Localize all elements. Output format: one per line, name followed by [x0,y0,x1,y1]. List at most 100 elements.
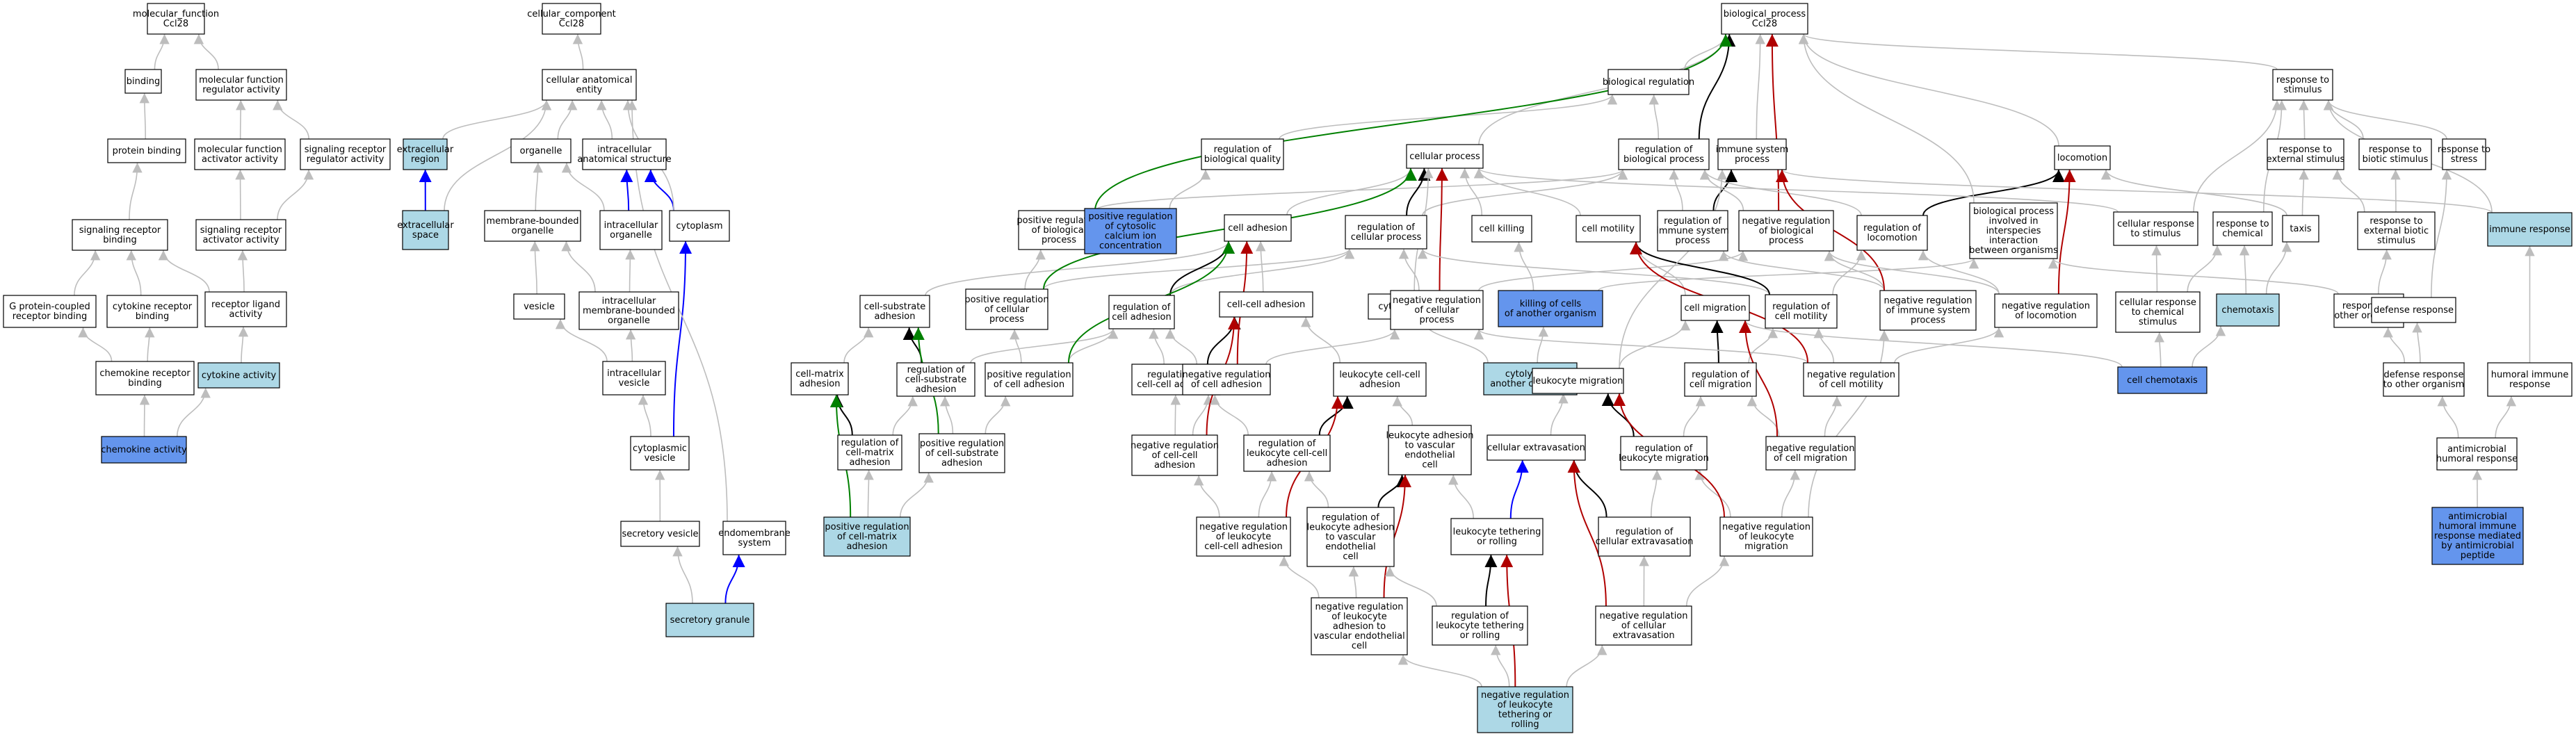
node-cell-motility[interactable]: cell motility [1575,215,1641,243]
node-chemokine-act[interactable]: chemokine activity [101,436,187,464]
node-cytoplasm[interactable]: cytoplasm [669,210,730,242]
node-cell-proc[interactable]: cellular process [1406,144,1484,169]
node-cell-migration[interactable]: cell migration [1680,295,1750,321]
node-leuk-mig[interactable]: leukocyte migration [1532,368,1624,394]
node-locomotion[interactable]: locomotion [2054,145,2111,170]
node-cell-killing[interactable]: cell killing [1471,215,1532,243]
node-cytokine-act[interactable]: cytokine activity [197,362,280,389]
node-taxis[interactable]: taxis [2282,215,2319,243]
node-binding[interactable]: binding [124,69,162,94]
node-immune-resp[interactable]: immune response [2487,212,2573,247]
node-secretory-granule[interactable]: secretory granule [665,603,754,637]
node-secretory-vesicle[interactable]: secretory vesicle [620,521,700,547]
node-cell-chemotaxis[interactable]: cell chemotaxis [2117,366,2208,394]
edge-is-a-endomembrane-to-cae [626,99,728,522]
node-cca[interactable]: cell-cell adhesion [1219,291,1313,318]
node-defense-resp[interactable]: defense response [2371,297,2456,323]
node-chemotaxis[interactable]: chemotaxis [2216,293,2280,327]
node-cell-extrav[interactable]: cellular extravasation [1487,434,1586,461]
node-bio-reg[interactable]: biological regulation [1603,69,1694,95]
node-cell-adh[interactable]: cell adhesion [1224,214,1292,242]
node-vesicle[interactable]: vesicle [513,293,565,320]
node-prot-bind[interactable]: protein binding [107,138,186,163]
node-organelle[interactable]: organelle [510,138,572,163]
